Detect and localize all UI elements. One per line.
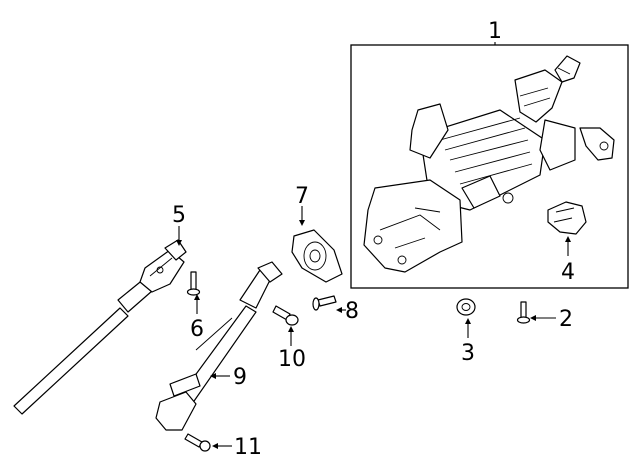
- part-11-bolt: [184, 433, 211, 452]
- callout-4: 4: [561, 260, 575, 285]
- part-6-bolt: [186, 271, 201, 296]
- assembly-box: [350, 44, 629, 289]
- callout-11: 11: [234, 435, 262, 460]
- steering-column-assembly: [363, 55, 615, 273]
- part-10-bolt: [272, 305, 299, 326]
- part-2-bolt: [516, 301, 531, 324]
- part-4-module: [547, 201, 587, 235]
- callout-9: 9: [233, 365, 247, 390]
- callout-10: 10: [278, 347, 306, 372]
- part-9-lower-shaft: [155, 261, 283, 431]
- leader-lines: [176, 42, 571, 449]
- callout-2: 2: [559, 307, 573, 332]
- part-3-grommet: [456, 298, 476, 316]
- callout-6: 6: [190, 317, 204, 342]
- callout-5: 5: [172, 203, 186, 228]
- callout-7: 7: [295, 184, 309, 209]
- callout-3: 3: [461, 341, 475, 366]
- part-7-plate: [291, 229, 343, 283]
- part-5-intermediate-shaft: [13, 239, 187, 415]
- callout-1: 1: [488, 19, 502, 44]
- part-8-bolt: [312, 295, 337, 311]
- callout-8: 8: [345, 299, 359, 324]
